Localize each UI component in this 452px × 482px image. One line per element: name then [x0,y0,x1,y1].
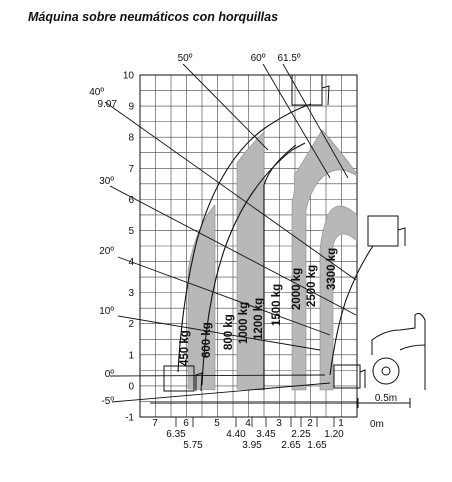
x-extra-label-row2: 5.75 [183,440,203,451]
y-tick-label: 6 [128,195,134,206]
angle-label: 30º [99,176,114,187]
angle-label: -5º [101,396,114,407]
scale-bar-label: 0.5m [375,393,397,404]
load-zone-label: 800 kg [223,314,235,350]
y-tick-label: 2 [128,319,134,330]
x-extra-label-row1: 3.45 [256,429,276,440]
y-tick-label: 1 [128,350,134,361]
x-tick-label: 2 [307,418,313,429]
y-tick-label: 8 [128,133,134,144]
vehicle-icon [371,312,426,390]
chart-title: Máquina sobre neumáticos con horquillas [28,10,279,24]
load-zone-label: 2000 kg [291,268,303,310]
x-tick-label: 6 [183,418,189,429]
y-tick-label: 4 [128,257,134,268]
load-zone-label: 600 kg [201,322,213,358]
load-zone-label: 1000 kg [238,302,250,344]
x-tick-label: 3 [276,418,282,429]
x-extra-label-row1: 2.25 [291,429,311,440]
zone-2000 [291,129,357,391]
x-tick-label: 4 [245,418,251,429]
angle-label: 60º [251,53,266,64]
y-tick-label: 3 [128,288,134,299]
load-zone-label: 1500 kg [271,284,283,326]
fork-icons [163,74,406,392]
angle-label: 20º [99,246,114,257]
y-tick-label: 7 [128,164,134,175]
x-extra-label-row2: 3.95 [242,440,262,451]
x-extra-label-row1: 1.20 [324,429,344,440]
angle-label: 61.5º [277,53,300,64]
y-tick-label: 5 [128,226,134,237]
zone-3300 [319,205,357,391]
load-zone-label: 3300 kg [326,248,338,290]
baseline [150,398,411,408]
x-tick-label: 1 [338,418,344,429]
load-zone-label: 450 kg [179,330,191,366]
angle-label: 50º [178,53,193,64]
zone-600 [187,204,216,391]
angle-label: 10º [99,306,114,317]
y-extra-label: 9.07 [98,99,118,110]
x-tick-label: 0m [370,419,384,430]
y-tick-label: 0 [128,381,134,392]
y-tick-label: 10 [123,71,135,82]
plot-frame [139,74,358,418]
envelope [177,103,374,390]
load-zone-label: 1200 kg [253,298,265,340]
angle-rays [104,63,357,403]
x-extra-label-row2: 1.65 [307,440,327,451]
x-extra-label-row1: 6.35 [166,429,186,440]
x-tick-label: 5 [214,418,220,429]
x-tick-label: 7 [152,418,158,429]
x-extra-label-row2: 2.65 [281,440,301,451]
y-tick-label: 9 [128,102,134,113]
zone-1000 [236,131,265,391]
angle-label: 0º [105,369,115,380]
y-tick-label: -1 [125,413,134,424]
load-zones [187,129,357,391]
load-zone-label: 2500 kg [306,265,318,307]
angle-label: 40º [89,87,104,98]
x-extra-label-row1: 4.40 [226,429,246,440]
